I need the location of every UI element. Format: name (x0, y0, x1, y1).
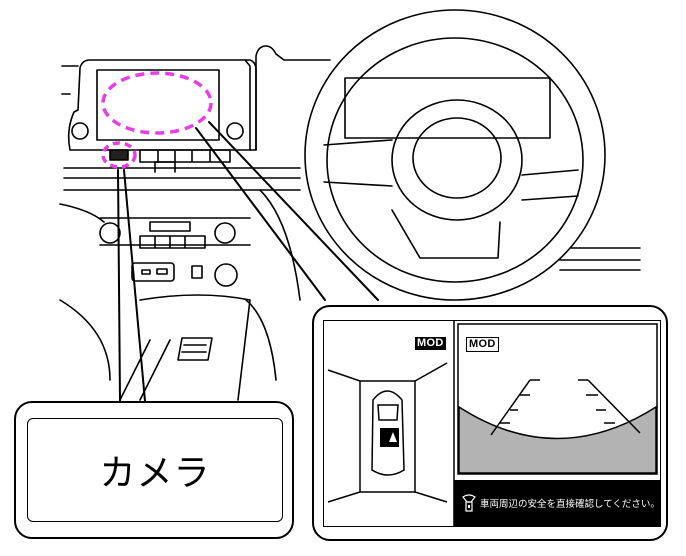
usb-panel (131, 262, 175, 282)
button-row (139, 149, 231, 163)
screen-leader-line (195, 121, 379, 301)
sonar-icon (380, 428, 399, 447)
meter-cluster (344, 77, 551, 139)
camera-label: カメラ (99, 453, 211, 494)
display-knob-left (71, 122, 89, 140)
display-housing-edge (244, 59, 251, 151)
sonar-triangle (389, 432, 397, 442)
climate-knob-right (214, 222, 236, 244)
pillar (255, 45, 331, 151)
vent-center-tab (154, 161, 176, 173)
climate-display (149, 221, 191, 232)
usb-port (141, 269, 151, 275)
guide-ticks (500, 379, 615, 424)
display-knob-right (226, 122, 244, 140)
steering-spokes (323, 139, 579, 201)
top-view-mod-badge: MOD (415, 337, 446, 350)
car-top-icon (371, 390, 405, 476)
display-highlight-ring (101, 71, 213, 135)
camera-highlight-ring (101, 141, 137, 169)
camera-check-icon (462, 494, 476, 512)
display-screen (96, 69, 220, 141)
top-view-car-box (359, 380, 416, 493)
camera-leader-line (117, 169, 146, 402)
steering-horn-pad (412, 117, 502, 199)
climate-panel (99, 217, 251, 246)
top-view-guides (327, 362, 448, 503)
usb-port (156, 268, 168, 275)
steering-lower-spoke (391, 209, 501, 259)
rear-view-mod-badge: MOD (466, 337, 499, 352)
steering-hub (391, 99, 523, 221)
dash-right-lines (559, 247, 641, 271)
climate-buttons (139, 235, 206, 249)
console-contour (59, 189, 301, 381)
guide-lines (490, 379, 641, 436)
warning-text: 車両周辺の安全を直接確認してください。 (480, 499, 660, 510)
rear-view-ground (458, 405, 657, 474)
display-housing (67, 59, 257, 151)
car-windshield (377, 404, 399, 421)
climate-knob-left (99, 222, 121, 244)
rear-view-frame (457, 323, 658, 475)
power-knob (214, 263, 238, 287)
steering-wheel-inner (326, 37, 584, 283)
camera-button (109, 149, 129, 161)
switch (191, 265, 203, 279)
steering-wheel-rim (304, 9, 606, 301)
camera-callout: カメラ (27, 418, 283, 522)
warning-bar: 車両周辺の安全を直接確認してください。 (454, 480, 660, 526)
shifter-buttons (177, 337, 213, 361)
